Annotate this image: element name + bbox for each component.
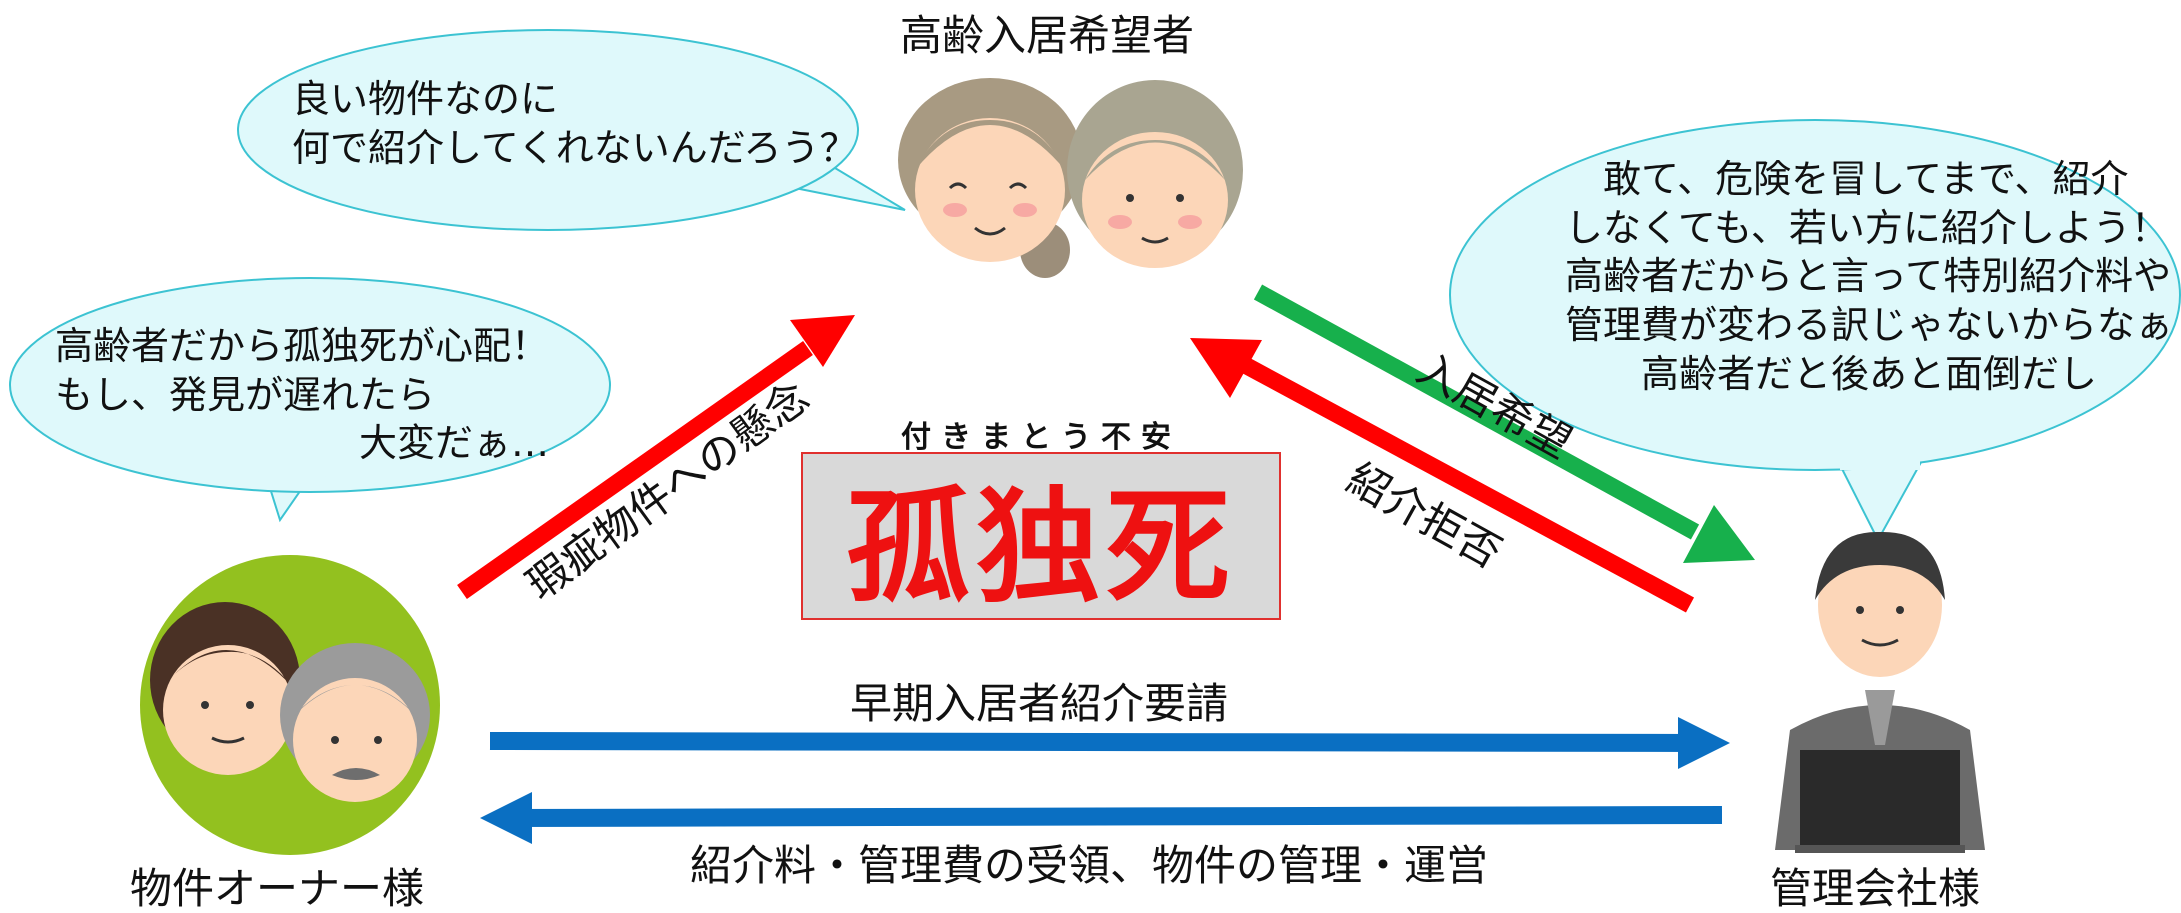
anxiety-subtitle: 付きまとう不安 — [901, 420, 1181, 455]
speech-bubble-manager — [1449, 119, 2181, 543]
owner-bubble-text: 高齢者だから孤独死が心配！ もし、発見が遅れたら 大変だぁ… — [55, 324, 550, 466]
manager-bubble-text: 敢て、危険を冒してまで、紹介 しなくても、若い方に紹介しよう！ 高齢者だからと言… — [1565, 157, 2174, 396]
seniors-bubble-text: 良い物件なのに 何で紹介してくれないんだろう？ — [292, 77, 858, 170]
manager-label: 管理会社様 — [1770, 864, 1981, 913]
seniors-label: 高齢入居希望者 — [900, 11, 1195, 60]
owners-illustration — [140, 555, 440, 855]
arrow-label-owner-to-manager: 早期入居者紹介要請 — [850, 679, 1229, 728]
arrow-manager-to-seniors — [1190, 338, 1695, 613]
arrow-owner-to-seniors — [457, 315, 855, 599]
lonely-death-box: 孤独死 — [801, 452, 1281, 620]
seniors-illustration — [898, 78, 1243, 278]
lonely-death-text: 孤独死 — [845, 475, 1236, 620]
owner-label: 物件オーナー様 — [130, 864, 425, 913]
arrow-seniors-to-manager — [1253, 284, 1755, 563]
arrow-owner-to-manager — [489, 717, 1730, 769]
arrow-manager-to-owner — [480, 792, 1723, 844]
speech-bubble-seniors — [237, 29, 906, 231]
arrow-label-manager-to-owner: 紹介料・管理費の受領、物件の管理・運営 — [690, 841, 1489, 890]
manager-illustration — [1775, 531, 1985, 853]
speech-bubble-owner — [9, 277, 611, 523]
